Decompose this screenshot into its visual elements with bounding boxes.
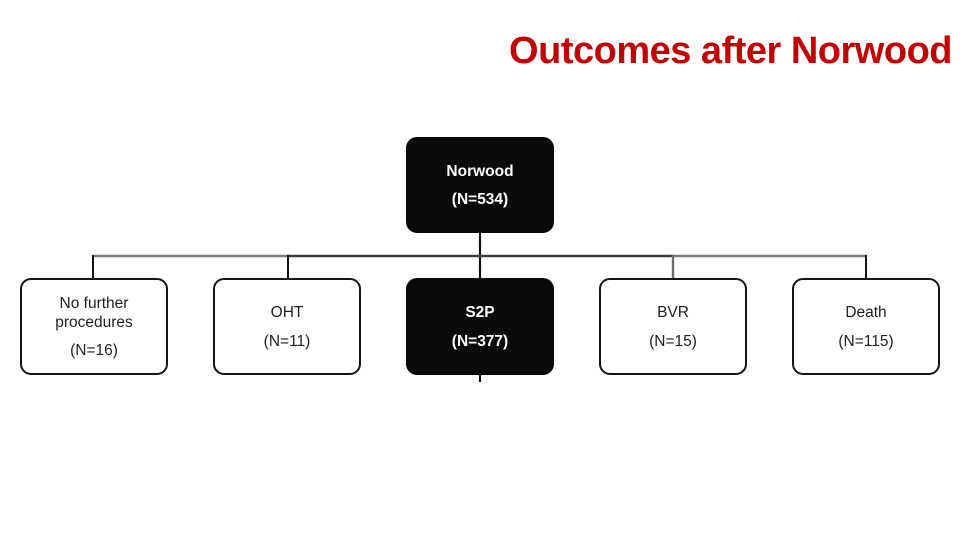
node-count: (N=115)	[838, 332, 894, 350]
slide-title: Outcomes after Norwood	[509, 30, 952, 72]
node-oht: OHT (N=11)	[213, 278, 361, 375]
node-count: (N=534)	[451, 191, 509, 209]
node-count: (N=377)	[451, 332, 509, 350]
node-no-further-procedures: No further procedures (N=16)	[20, 278, 168, 375]
node-s2p: S2P (N=377)	[406, 278, 554, 375]
node-norwood: Norwood (N=534)	[406, 137, 554, 233]
node-label: BVR	[657, 304, 689, 322]
node-bvr: BVR (N=15)	[599, 278, 747, 375]
node-count: (N=16)	[70, 342, 118, 360]
node-label: Norwood	[446, 162, 514, 180]
node-count: (N=11)	[263, 332, 311, 350]
node-label: OHT	[270, 304, 304, 322]
node-death: Death (N=115)	[792, 278, 940, 375]
node-count: (N=15)	[649, 332, 697, 350]
node-label: Death	[845, 304, 887, 322]
node-label: No further procedures	[55, 294, 133, 331]
node-label: S2P	[465, 304, 495, 322]
